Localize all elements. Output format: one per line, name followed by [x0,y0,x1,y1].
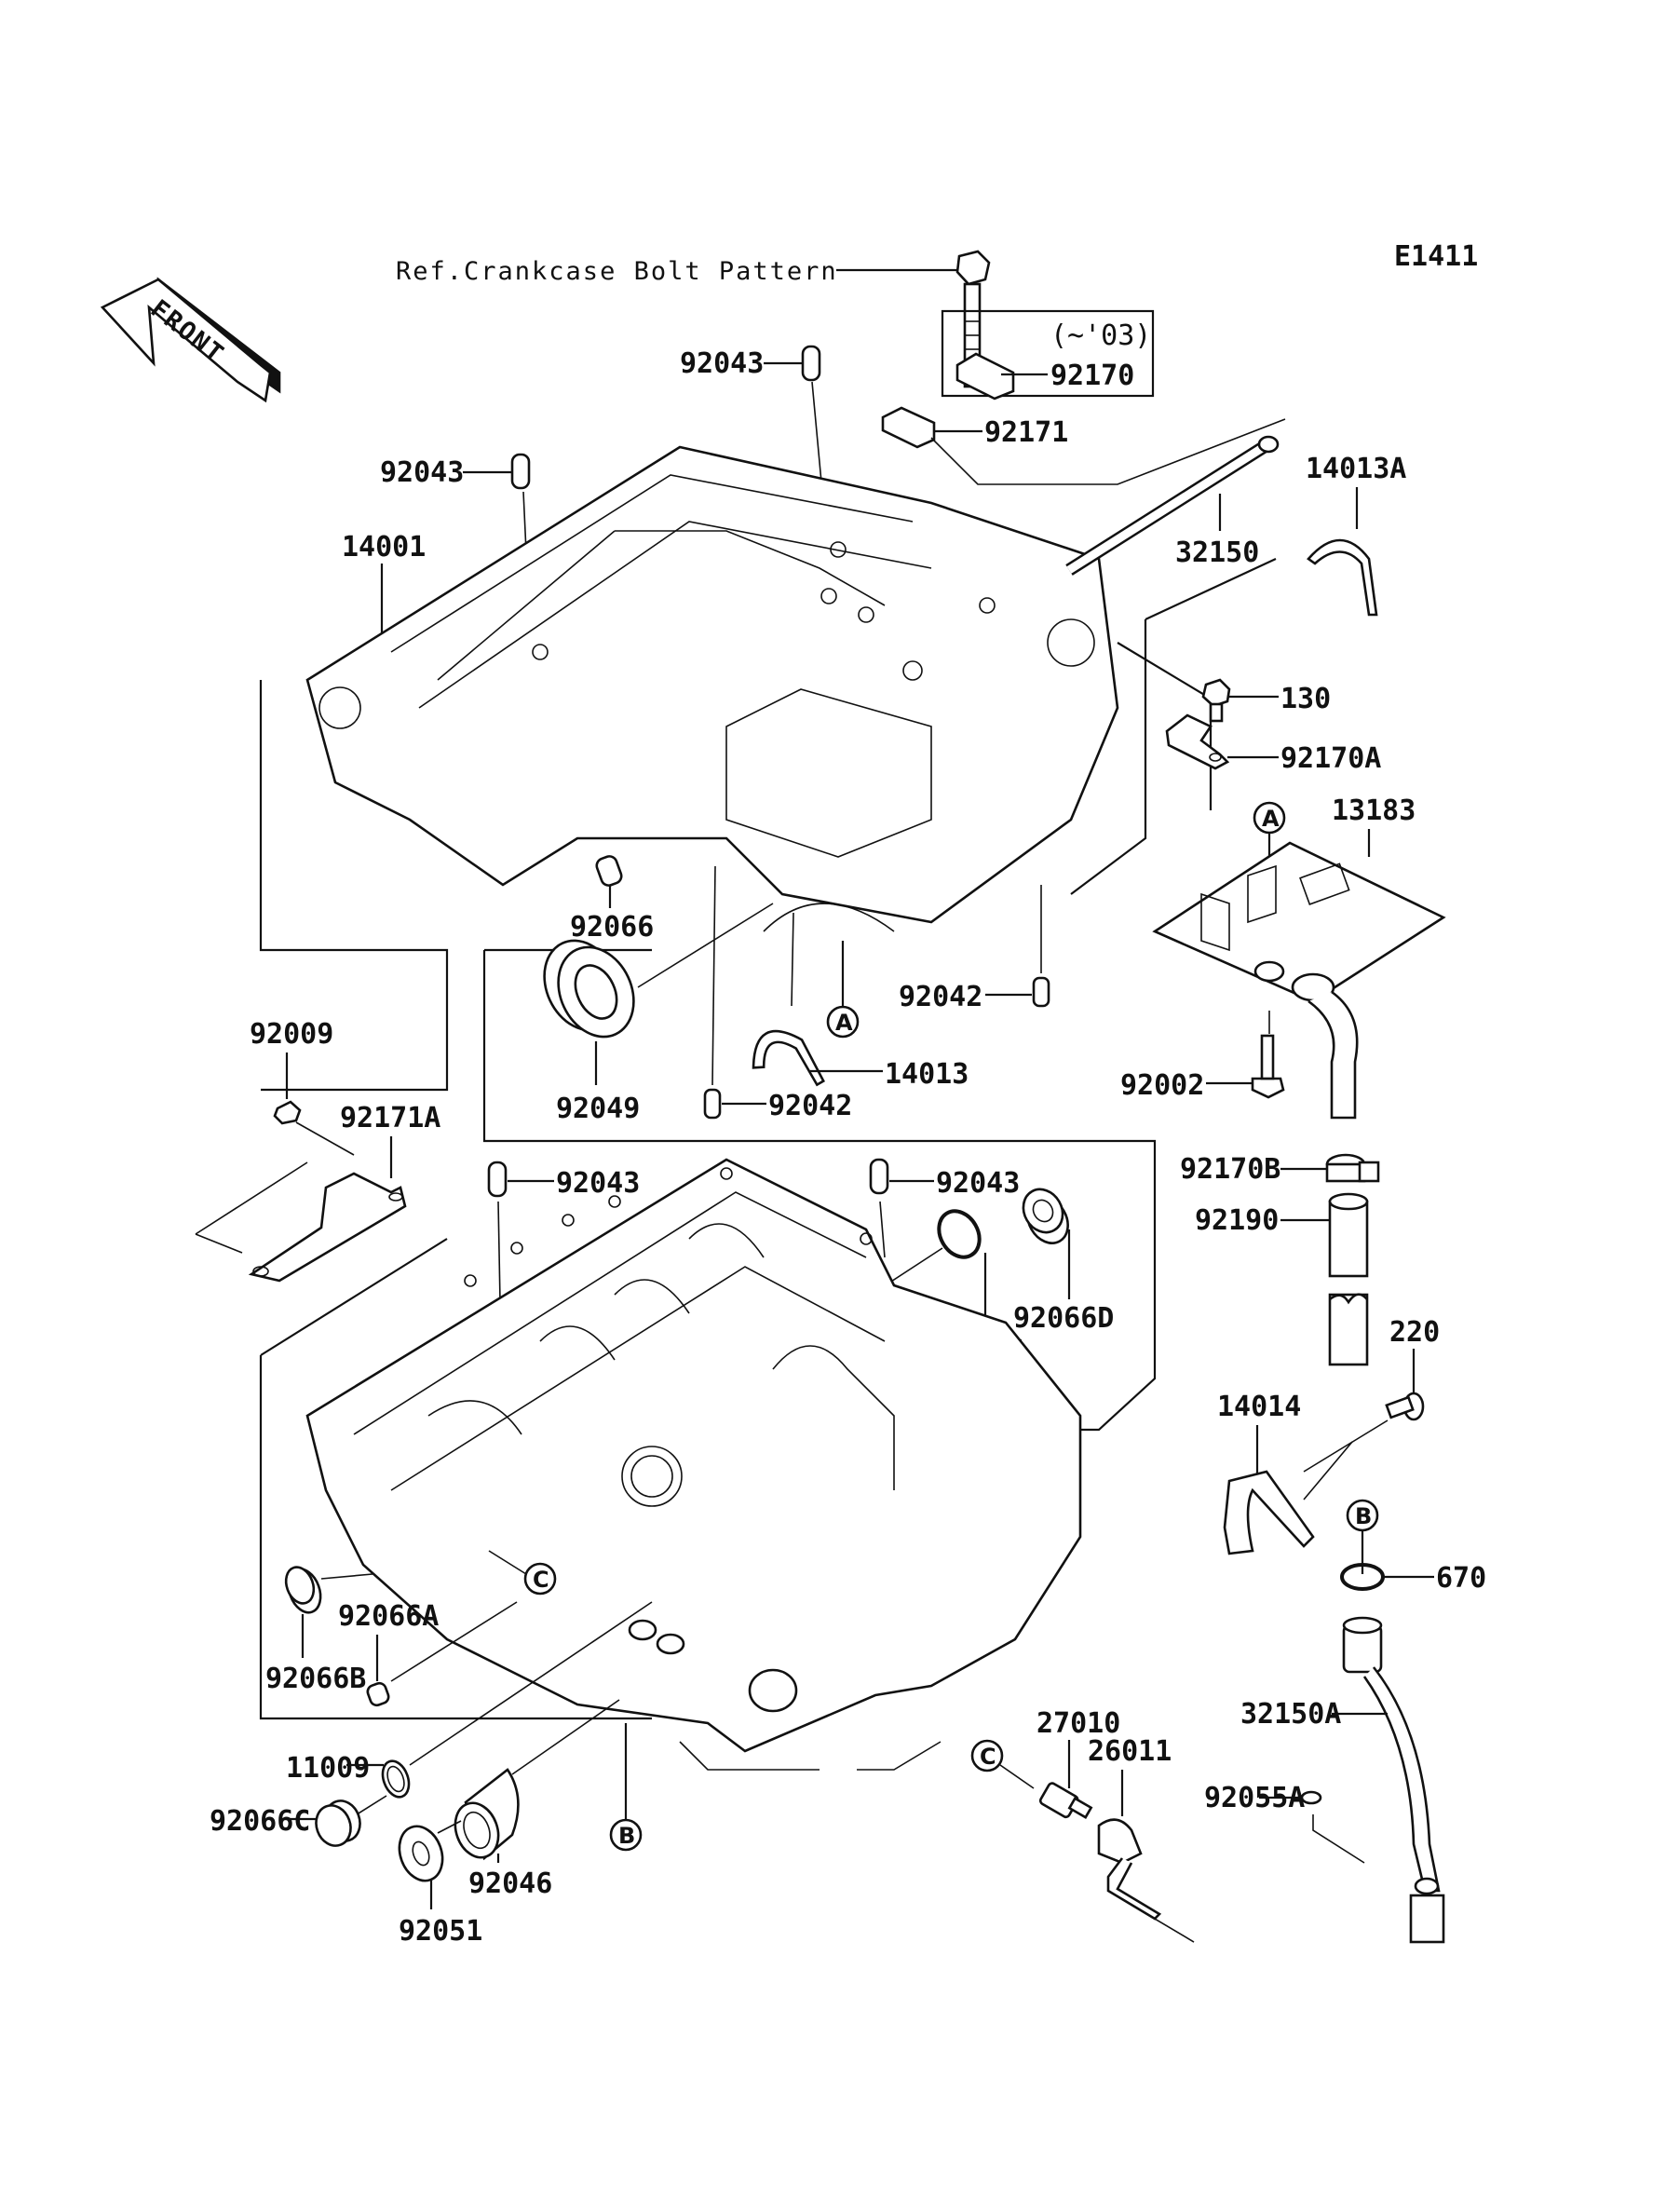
oil-pipe-32150A-icon [1342,1616,1445,1944]
frame-line [930,418,1286,485]
part-label-14014: 14014 [1217,1391,1301,1423]
bearing-shell-14013-icon [752,1029,825,1087]
group-frame-top [437,530,886,681]
bearing-shell-14013A-icon [1307,538,1378,617]
sensor-26011-icon [1097,1818,1195,1943]
part-label-92066A: 92066A [338,1600,439,1633]
part-label-130: 130 [1280,683,1331,715]
washer-92051-icon [398,1825,444,1882]
part-label-13183: 13183 [1332,794,1416,827]
part-label-92171: 92171 [984,416,1068,449]
svg-text:A: A [1262,806,1280,832]
part-label-92043-left: 92043 [380,456,464,489]
part-label-32150A: 32150A [1240,1698,1341,1731]
part-label-92009: 92009 [250,1018,333,1051]
part-label-11009: 11009 [286,1752,370,1785]
clamp-92171-icon [881,406,936,449]
upper-crankcase-icon [305,445,1119,932]
dowel-pin-icon [869,1158,889,1195]
part-label-14001: 14001 [342,531,426,564]
part-label-32150: 32150 [1175,536,1259,569]
plug-92066-icon [595,855,623,887]
part-label-92049: 92049 [556,1093,640,1125]
bracket-14014-icon [1223,1470,1315,1555]
reference-note: Ref.Crankcase Bolt Pattern [396,257,838,286]
part-label-92190: 92190 [1195,1204,1279,1237]
needle-bearing-92046-icon [454,1768,520,1861]
part-label-92002: 92002 [1120,1069,1204,1102]
hose-92190-icon [1328,1192,1369,1366]
part-label-92066B: 92066B [265,1663,366,1695]
part-label-92066: 92066 [570,911,654,944]
circle-callout-c: C [523,1562,557,1596]
switch-27010-icon [1038,1782,1093,1819]
bolt-92002-icon [1251,1077,1285,1099]
part-label-92046: 92046 [468,1867,552,1900]
oil-seal-92049-icon [543,939,635,1039]
circle-callout-c: C [970,1739,1004,1772]
part-label-92043-lower-right: 92043 [936,1167,1020,1200]
group-frame-lower [259,1238,652,1720]
svg-text:B: B [618,1823,635,1849]
part-label-27010: 27010 [1036,1707,1120,1740]
svg-text:A: A [835,1010,853,1036]
plug-92066A-icon [366,1681,390,1707]
part-label-92170A: 92170A [1280,742,1381,775]
bracket-92171A-icon [195,1161,407,1283]
bolt-92009-icon [273,1100,302,1125]
part-label-92042: 92042 [768,1090,852,1122]
frame-line [679,1741,942,1771]
dowel-92042-icon [1032,976,1050,1008]
screw-220-icon [1385,1392,1425,1421]
part-label-26011: 26011 [1088,1735,1172,1768]
inset-box [941,309,1155,398]
o-ring-92055A-icon [1300,1790,1322,1805]
part-label-92043-lower-left: 92043 [556,1167,640,1200]
part-label-92042-right: 92042 [899,981,982,1013]
part-label-14013: 14013 [885,1058,969,1091]
svg-text:B: B [1355,1503,1372,1529]
circle-callout-b: B [1346,1499,1379,1532]
bolt-130-icon [1201,678,1231,708]
diagram-code: E1411 [1394,240,1478,273]
part-label-92066D: 92066D [1013,1302,1114,1335]
part-label-92170B: 92170B [1180,1153,1280,1186]
lower-crankcase-icon [305,1158,1082,1753]
front-direction-arrow: FRONT [100,277,281,403]
dowel-pin-icon [801,345,821,382]
dowel-pin-icon [487,1161,508,1198]
washer-11009-icon [381,1759,411,1799]
part-label-92171A: 92171A [340,1102,440,1134]
part-label-14013A: 14013A [1306,453,1406,485]
group-frame-right [1070,558,1277,895]
dowel-pin-icon [510,453,531,490]
part-label-220: 220 [1389,1316,1440,1349]
rod-32150-icon [1065,435,1280,576]
plug-92066B-icon [284,1566,322,1614]
inset-note: (~'03) [1050,319,1151,352]
clamp-92170-icon [955,352,1015,401]
circle-callout-b: B [609,1818,643,1852]
part-label-92066C: 92066C [210,1805,310,1838]
part-label-92170: 92170 [1050,360,1134,392]
oil-screen-13183-icon [1152,841,1446,1120]
part-label-92051: 92051 [399,1915,482,1948]
plug-92066C-icon [315,1799,361,1847]
part-label-670: 670 [1436,1562,1486,1595]
plug-92066D-icon [1022,1188,1069,1244]
circle-callout-a: A [1253,801,1286,835]
circle-callout-a: A [826,1005,860,1039]
svg-text:C: C [533,1567,549,1593]
o-ring-92055-icon [937,1209,982,1259]
group-frame-left [259,680,449,1092]
clamp-92170B-icon [1325,1153,1380,1183]
dowel-92042-icon [703,1088,722,1120]
part-label-92043-top: 92043 [680,347,764,380]
svg-text:C: C [980,1744,996,1770]
